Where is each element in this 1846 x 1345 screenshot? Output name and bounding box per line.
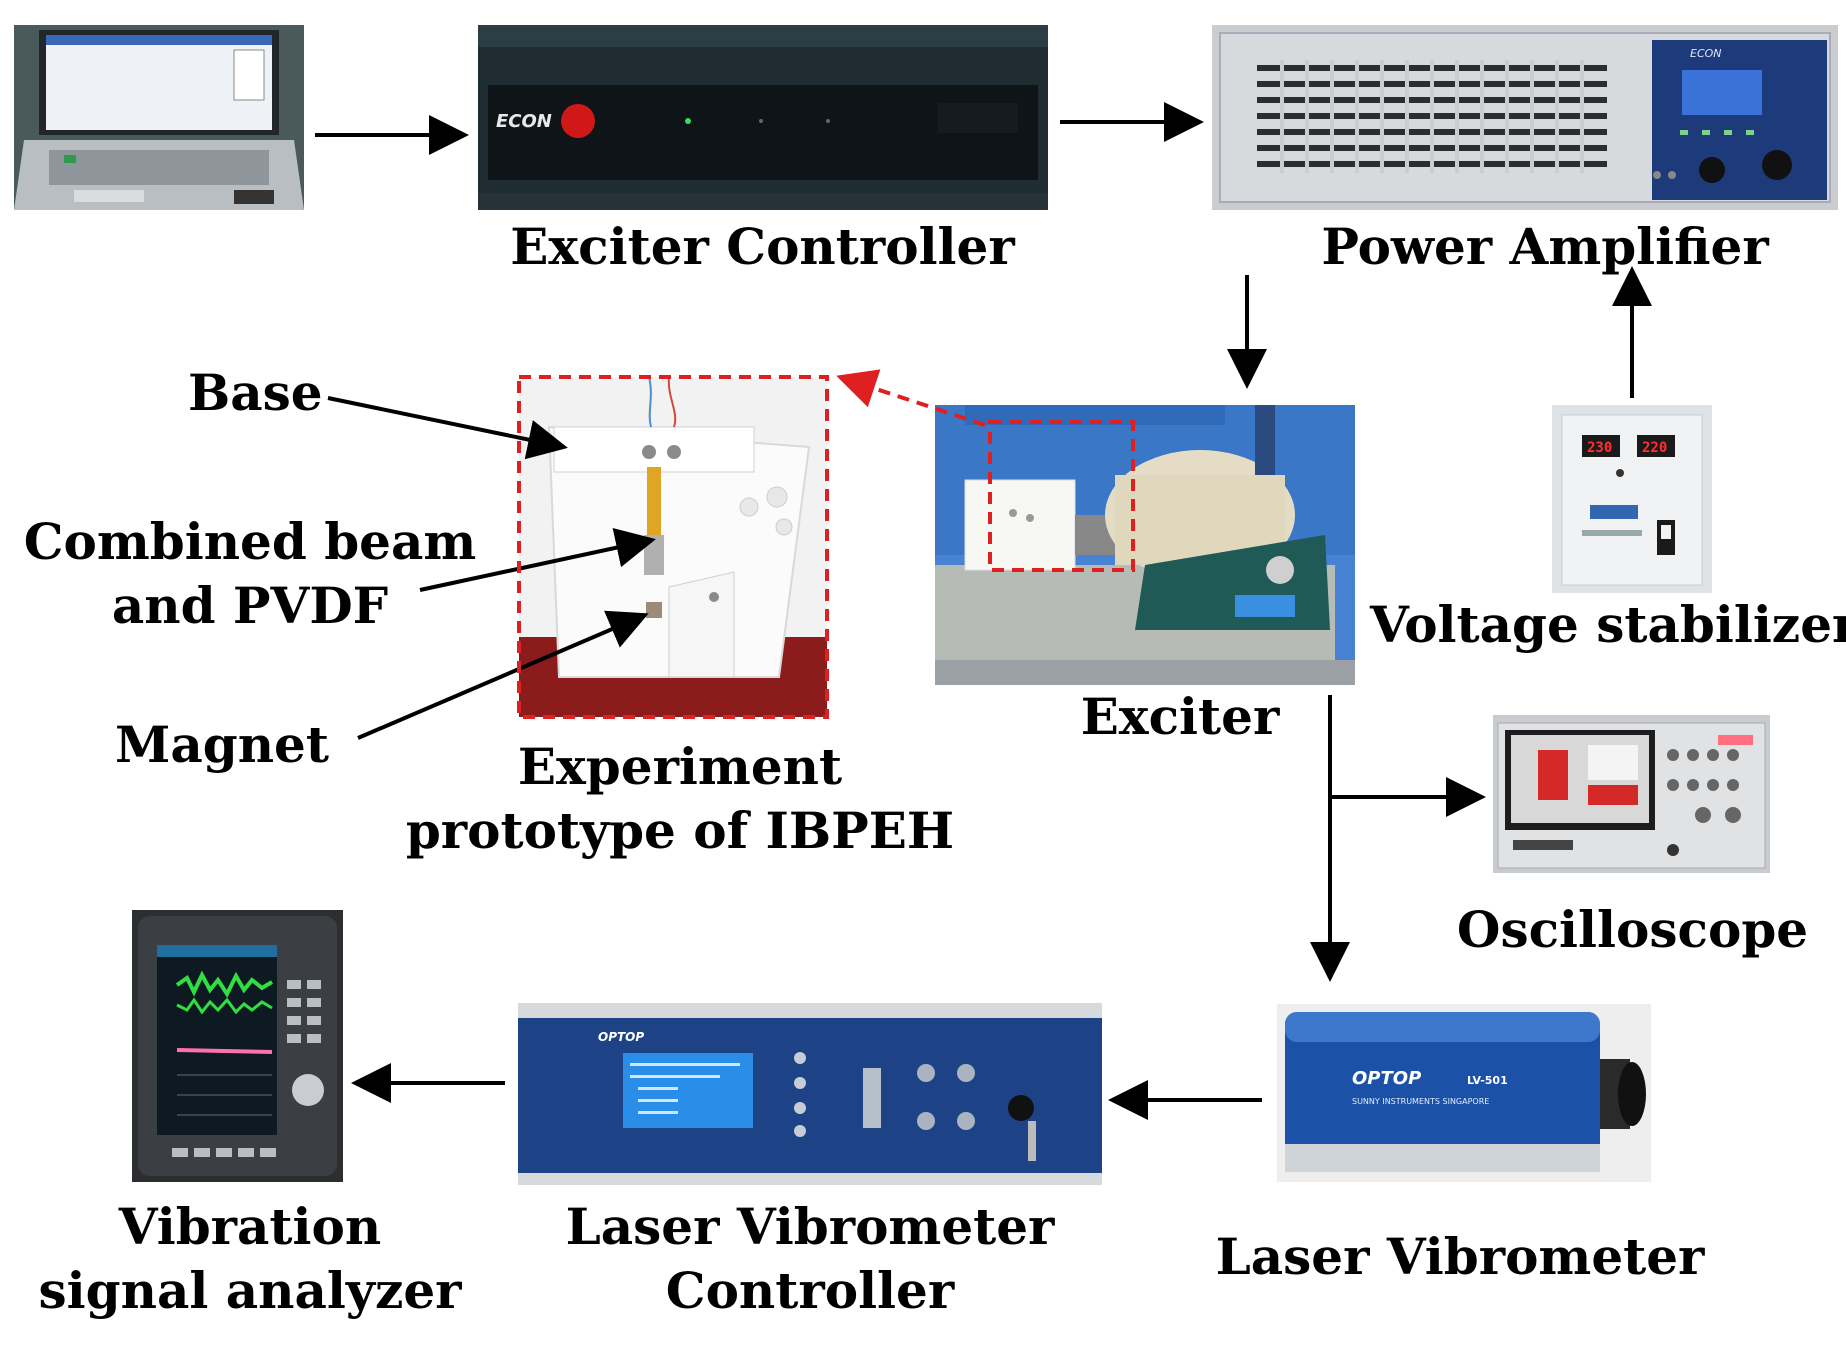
pointer-base	[327, 396, 568, 460]
label-prototype: Experiment prototype of IBPEH	[380, 735, 980, 863]
label-exciter: Exciter	[1080, 687, 1280, 746]
oscilloscope-photo	[1493, 715, 1770, 873]
exciter-zoom-box	[988, 420, 1135, 572]
vibration-analyzer-photo	[132, 910, 343, 1182]
amplifier-brand-text: ECON	[1690, 47, 1722, 60]
label-voltage-stabilizer: Voltage stabilizer	[1370, 595, 1846, 654]
stabilizer-display-left: 230	[1587, 440, 1612, 456]
label-prototype-line1: Experiment	[517, 737, 843, 796]
label-lv-controller-line1: Laser Vibrometer	[565, 1197, 1055, 1256]
lv-model-text: LV-501	[1467, 1074, 1508, 1087]
laptop-photo	[14, 25, 304, 210]
voltage-stabilizer-photo: 230 220	[1552, 405, 1712, 593]
lv-maker-text: SUNNY INSTRUMENTS SINGAPORE	[1352, 1097, 1489, 1106]
label-vibration-line1: Vibration	[118, 1197, 382, 1256]
pointer-combined-beam	[419, 528, 656, 592]
label-combined-beam-line2: and PVDF	[111, 576, 389, 635]
label-vibration-line2: signal analyzer	[38, 1261, 462, 1320]
laptop-icon	[14, 25, 304, 210]
exciter-photo	[935, 405, 1355, 685]
label-combined-beam: Combined beam and PVDF	[0, 510, 500, 638]
label-lv-controller-line2: Controller	[665, 1261, 955, 1320]
label-oscilloscope: Oscilloscope	[1456, 900, 1809, 959]
lv-brand-text: OPTOP	[1352, 1068, 1421, 1089]
label-combined-beam-line1: Combined beam	[23, 512, 477, 571]
label-exciter-controller: Exciter Controller	[510, 217, 1015, 276]
zoom-pointer	[836, 369, 986, 427]
prototype-photo	[519, 377, 827, 717]
prototype-zoom-box	[517, 375, 829, 719]
power-amplifier-photo: ECON	[1212, 25, 1838, 210]
power-button-icon	[561, 104, 595, 138]
stabilizer-display-right: 220	[1642, 440, 1667, 456]
label-vibration-analyzer: Vibration signal analyzer	[0, 1195, 500, 1323]
label-lv-controller: Laser Vibrometer Controller	[510, 1195, 1110, 1323]
label-prototype-line2: prototype of IBPEH	[405, 801, 955, 860]
label-power-amplifier: Power Amplifier	[1321, 217, 1769, 276]
lv-controller-brand-text: OPTOP	[598, 1030, 644, 1044]
pointer-magnet	[357, 610, 649, 740]
amplifier-vent-icon: ECON	[1212, 25, 1838, 210]
label-laser-vibrometer: Laser Vibrometer	[1215, 1227, 1705, 1286]
laser-vibrometer-photo: OPTOP LV-501 SUNNY INSTRUMENTS SINGAPORE	[1277, 1004, 1651, 1182]
label-base: Base	[188, 363, 323, 422]
label-magnet: Magnet	[115, 715, 329, 774]
exciter-controller-photo: ECON	[478, 25, 1048, 210]
laser-vibrometer-controller-photo: OPTOP	[518, 1003, 1102, 1185]
controller-brand-text: ECON	[496, 111, 552, 132]
